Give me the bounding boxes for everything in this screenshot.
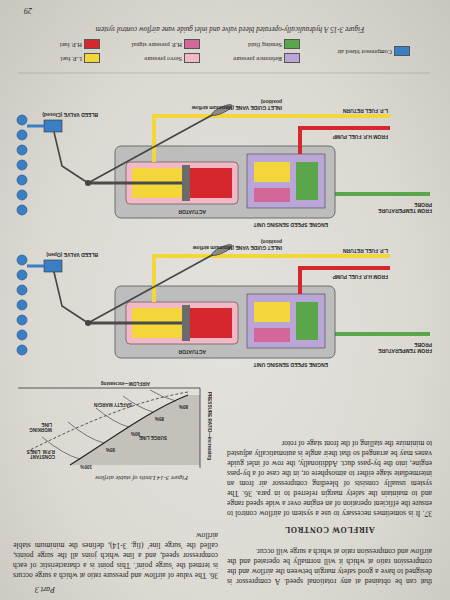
legend-swatch <box>184 39 200 49</box>
graph-label: SAFETY MARGIN <box>92 402 132 407</box>
legend-swatch <box>184 53 200 63</box>
graph-label: CONSTANT R.P.M. LINES <box>17 448 55 459</box>
part-label: BLEED VALVE (Open) <box>38 251 98 257</box>
working-line <box>30 392 188 450</box>
part-label: L.P. FUEL RETURN <box>308 107 388 113</box>
legend-text: Reference pressure <box>233 56 282 63</box>
legend-swatch <box>284 53 300 63</box>
body-text: 37. It is sometimes necessary to use a s… <box>227 438 432 518</box>
part-label: ENGINE SPEED SENSING UNIT <box>218 221 328 227</box>
legend-swatch <box>284 39 300 49</box>
part-label: FROM TEMPERATURE PROBE <box>360 201 432 213</box>
legend-swatch <box>84 39 100 49</box>
legend-text: H.P. fuel <box>60 42 82 49</box>
part-label: BLEED VALVE (Closed) <box>38 111 98 117</box>
rpm-line <box>96 408 129 427</box>
part-label: FROM H.P. FUEL PUMP <box>308 133 388 139</box>
part-label: ACTUATOR <box>146 348 206 354</box>
figure-caption: Figure 3-14 Limits of stable airflow <box>28 475 188 482</box>
rpm-line <box>68 422 104 443</box>
legend-text: L.P. fuel <box>61 56 82 63</box>
page-number: 29 <box>24 6 32 15</box>
x-axis <box>18 388 200 389</box>
legend-text: Sensing fluid <box>248 42 282 49</box>
y-axis <box>200 388 201 468</box>
rule <box>18 73 430 74</box>
part-label: FROM H.P. FUEL PUMP <box>308 273 388 279</box>
body-text: that can be obtained at any rotational s… <box>227 546 432 586</box>
section-heading: AIRFLOW CONTROL <box>227 525 432 534</box>
percentage: 85% <box>155 416 164 421</box>
part-label: FROM TEMPERATURE PROBE <box>360 341 432 353</box>
control-unit <box>17 103 430 218</box>
percentage: 95% <box>106 447 115 452</box>
part-label: INLET GUIDE VANE (Minimum airflow positi… <box>182 238 282 250</box>
axis-label: PRESSURE RATIO—increasing <box>207 392 212 460</box>
percentage: 80% <box>179 404 188 409</box>
axis-label: AIRFLOW—increasing <box>50 381 150 386</box>
figure-caption: Figure 3-15 A hydraulically-operated ble… <box>40 25 420 33</box>
legend-text: H.P. pressure signal <box>132 42 182 49</box>
page-header: Part 3 <box>10 585 55 594</box>
legend-text: Compressor bleed air <box>337 49 392 56</box>
rpm-line <box>150 390 176 401</box>
stability-graph <box>18 388 200 468</box>
unstable-area <box>70 395 200 465</box>
control-unit <box>17 243 430 358</box>
part-label: L.P. FUEL RETURN <box>308 247 388 253</box>
body-text: 36. The value of airflow and pressure ra… <box>13 530 218 580</box>
part-label: ACTUATOR <box>146 208 206 214</box>
percentage: 90% <box>131 431 140 436</box>
legend-text: Servo pressure <box>144 56 182 63</box>
legend-swatch <box>394 46 410 56</box>
percentage: 100% <box>80 464 92 469</box>
graph-label: WORKING LINE <box>18 421 52 432</box>
part-label: INLET GUIDE VANE (Maximum airflow positi… <box>182 98 282 110</box>
legend-swatch <box>84 53 100 63</box>
part-label: ENGINE SPEED SENSING UNIT <box>218 361 328 367</box>
surge-line <box>70 395 188 465</box>
